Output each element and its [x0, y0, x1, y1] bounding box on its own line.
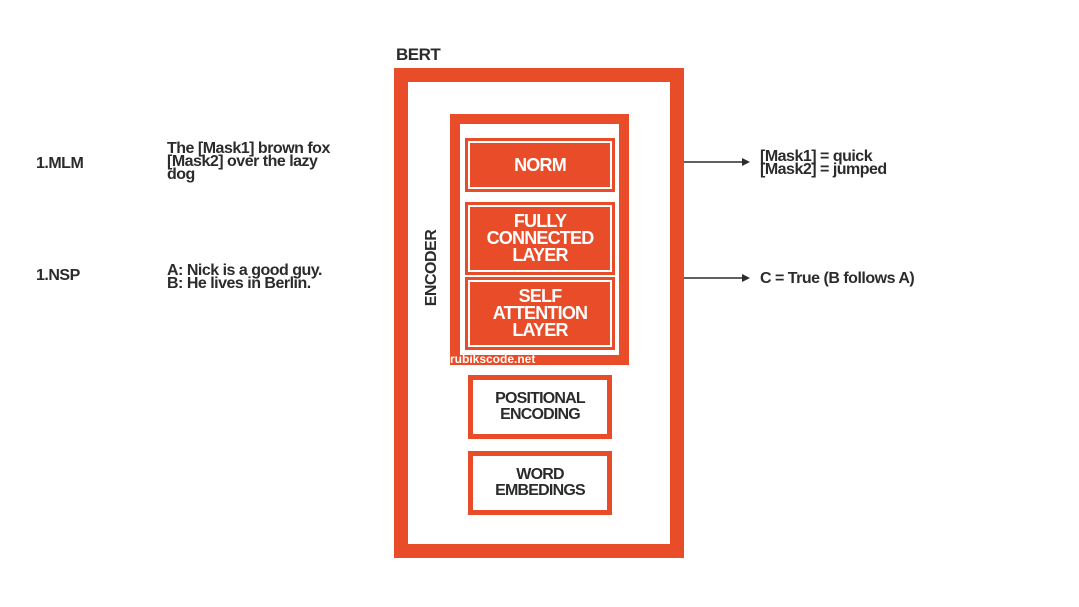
- mlm-example: The [Mask1] brown fox [Mask2] over the l…: [167, 140, 330, 183]
- self-attention-layer-block: SELF ATTENTION LAYER: [465, 277, 615, 350]
- word-embedings-line-2: EMBEDINGS: [495, 482, 586, 499]
- positional-encoding-block: POSITIONAL ENCODING: [468, 375, 612, 439]
- watermark: rubikscode.net: [450, 352, 536, 366]
- self-attention-line-1: SELF: [518, 286, 563, 306]
- fully-connected-line-2: CONNECTED: [486, 228, 595, 248]
- self-attention-line-3: LAYER: [512, 320, 568, 340]
- encoder-label: ENCODER: [423, 229, 440, 307]
- task-label-mlm: 1.MLM: [36, 155, 84, 172]
- positional-encoding-line-1: POSITIONAL: [495, 390, 586, 407]
- nsp-output-arrow: [684, 274, 750, 282]
- fully-connected-line-3: LAYER: [512, 245, 568, 265]
- mlm-example-line-1: The [Mask1] brown fox: [167, 140, 330, 157]
- norm-block-line-1: NORM: [514, 154, 567, 175]
- encoder-frame: [450, 114, 629, 365]
- task-label-nsp: 1.NSP: [36, 267, 80, 284]
- nsp-example-line-1: A: Nick is a good guy.: [167, 262, 322, 279]
- mlm-output: [Mask1] = quick [Mask2] = jumped: [760, 148, 887, 178]
- mlm-example-line-2: [Mask2] over the lazy: [167, 153, 318, 170]
- fully-connected-layer-block: FULLY CONNECTED LAYER: [465, 202, 615, 275]
- nsp-output: C = True (B follows A): [760, 270, 915, 287]
- mlm-output-line-2: [Mask2] = jumped: [760, 161, 887, 178]
- fully-connected-line-1: FULLY: [513, 211, 567, 231]
- mlm-example-line-3: dog: [167, 166, 195, 183]
- word-embedings-block: WORD EMBEDINGS: [468, 451, 612, 515]
- nsp-example: A: Nick is a good guy. B: He lives in Be…: [167, 262, 322, 292]
- word-embedings-line-1: WORD: [516, 466, 564, 483]
- norm-block: NORM: [465, 138, 615, 192]
- mlm-output-arrow: [684, 158, 750, 166]
- nsp-example-line-2: B: He lives in Berlin.: [167, 275, 311, 292]
- positional-encoding-line-2: ENCODING: [500, 406, 581, 423]
- output-arrows: [684, 158, 750, 282]
- bert-title: BERT: [396, 45, 441, 64]
- self-attention-line-2: ATTENTION: [492, 303, 588, 323]
- mlm-output-line-1: [Mask1] = quick: [760, 148, 873, 165]
- nsp-output-line-1: C = True (B follows A): [760, 270, 915, 287]
